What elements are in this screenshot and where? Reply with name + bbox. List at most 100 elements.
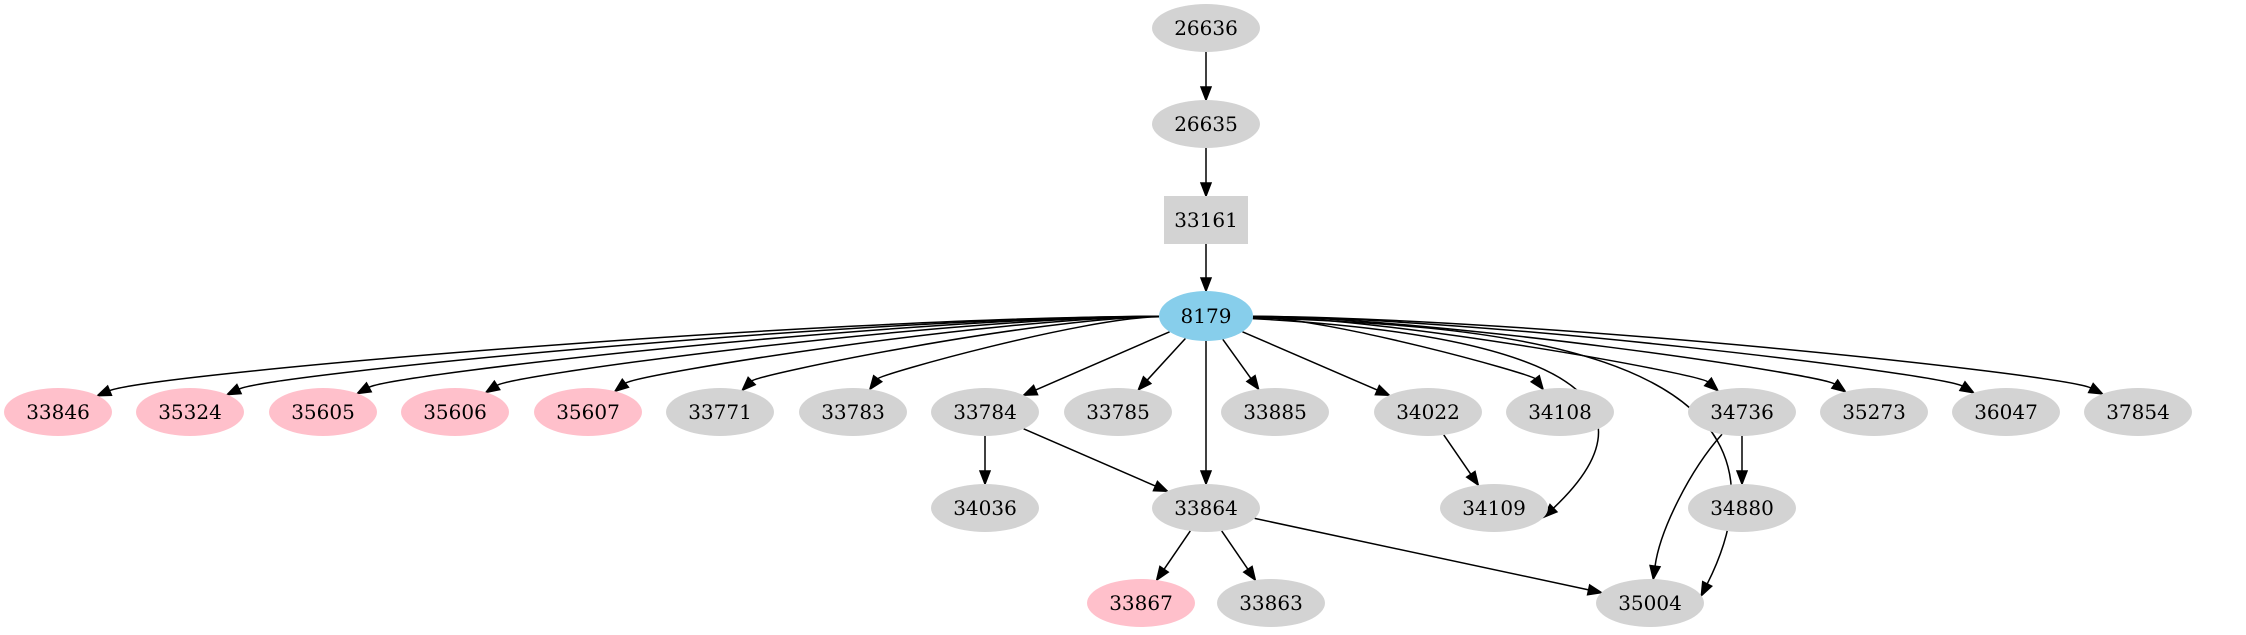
edge-8179-33784 [1021,331,1170,397]
node-ellipse [1159,291,1253,341]
arrowhead [1199,86,1213,103]
edge-8179-35004 [1252,316,1733,598]
node-33784[interactable]: 33784 [931,388,1039,436]
edge-line [368,315,1160,389]
node-8179[interactable]: 8179 [1159,291,1253,341]
node-ellipse [1596,579,1704,627]
node-33867[interactable]: 33867 [1087,579,1195,627]
node-34880[interactable]: 34880 [1688,484,1796,532]
edge-line [109,315,1160,392]
edge-26635-33161 [1199,148,1213,199]
node-ellipse [1087,579,1195,627]
edge-8179-33846 [95,315,1160,397]
edge-33864-33863 [1221,530,1257,582]
node-ellipse [1952,388,2060,436]
edge-8179-35606 [484,315,1160,394]
edge-8179-35605 [355,315,1160,395]
arrowhead [1649,564,1662,582]
arrowhead [2087,382,2105,395]
arrowhead [613,378,630,393]
edge-line [1252,315,1709,383]
node-label: 34736 [1710,400,1774,424]
edge-line [1035,331,1170,391]
node-34036[interactable]: 34036 [931,484,1039,532]
arrowhead [1242,565,1257,582]
node-label: 33867 [1109,591,1173,615]
arrowhead [484,379,501,394]
arrowhead [1830,378,1848,393]
edge-33784-33864 [1023,428,1170,493]
node-26636[interactable]: 26636 [1152,4,1260,52]
edge-8179-35273 [1252,315,1848,393]
node-ellipse [799,388,907,436]
edge-8179-37854 [1252,315,2105,395]
node-35273[interactable]: 35273 [1820,388,1928,436]
edge-26636-26635 [1199,52,1213,103]
edge-line [1252,315,1963,387]
edge-33161-8179 [1199,244,1213,294]
node-35606[interactable]: 35606 [401,388,509,436]
edge-line [1221,530,1249,570]
node-35004[interactable]: 35004 [1596,579,1704,627]
edge-line [1163,530,1191,570]
nodes-layer: 26636 26635 33161 8179 33846 35324 35605 35606 3… [4,4,2192,627]
edge-line [624,315,1160,384]
node-36047[interactable]: 36047 [1952,388,2060,436]
node-box [1164,196,1248,244]
arrowhead [1199,470,1213,487]
arrowhead [225,383,243,396]
node-label: 35606 [423,400,487,424]
edge-34022-34109 [1443,434,1480,487]
node-33885[interactable]: 33885 [1221,388,1329,436]
node-35324[interactable]: 35324 [136,388,244,436]
node-34109[interactable]: 34109 [1440,484,1548,532]
node-label: 34036 [953,496,1017,520]
arrowhead [1245,374,1260,391]
arrowhead [1155,565,1170,582]
node-33771[interactable]: 33771 [666,388,774,436]
node-ellipse [1440,484,1548,532]
edge-line [1252,315,2092,389]
node-label: 33783 [821,400,885,424]
node-33864[interactable]: 33864 [1152,484,1260,532]
arrowhead [1529,374,1545,391]
node-ellipse [1221,388,1329,436]
edge-8179-34022 [1242,331,1392,397]
node-35607[interactable]: 35607 [534,388,642,436]
arrowhead [740,376,757,392]
node-label: 34022 [1396,400,1460,424]
edge-line [1222,338,1252,380]
node-label: 35004 [1618,591,1682,615]
node-35605[interactable]: 35605 [269,388,377,436]
node-37854[interactable]: 37854 [2084,388,2192,436]
edge-line [1146,337,1186,381]
node-34022[interactable]: 34022 [1374,388,1482,436]
edge-8179-33885 [1222,338,1260,391]
node-33846[interactable]: 33846 [4,388,112,436]
edge-line [1252,315,1836,385]
node-33783[interactable]: 33783 [799,388,907,436]
edge-line [1254,517,1589,591]
arrowhead [355,381,373,395]
arrowhead [1700,580,1713,598]
node-34736[interactable]: 34736 [1688,388,1796,436]
edge-8179-35324 [225,315,1160,396]
node-33161[interactable]: 33161 [1164,196,1248,244]
node-ellipse [1688,484,1796,532]
arrowhead [1958,380,1976,394]
node-33785[interactable]: 33785 [1064,388,1172,436]
node-ellipse [1688,388,1796,436]
node-ellipse [1064,388,1172,436]
arrowhead [1136,375,1153,392]
node-34108[interactable]: 34108 [1506,388,1614,436]
arrowhead [1735,470,1749,487]
edge-line [1654,433,1723,567]
node-26635[interactable]: 26635 [1152,100,1260,148]
arrowhead [1199,182,1213,199]
node-33863[interactable]: 33863 [1217,579,1325,627]
node-label: 35324 [158,400,222,424]
edge-33864-35004 [1254,517,1604,596]
edge-line [751,315,1160,382]
node-ellipse [534,388,642,436]
